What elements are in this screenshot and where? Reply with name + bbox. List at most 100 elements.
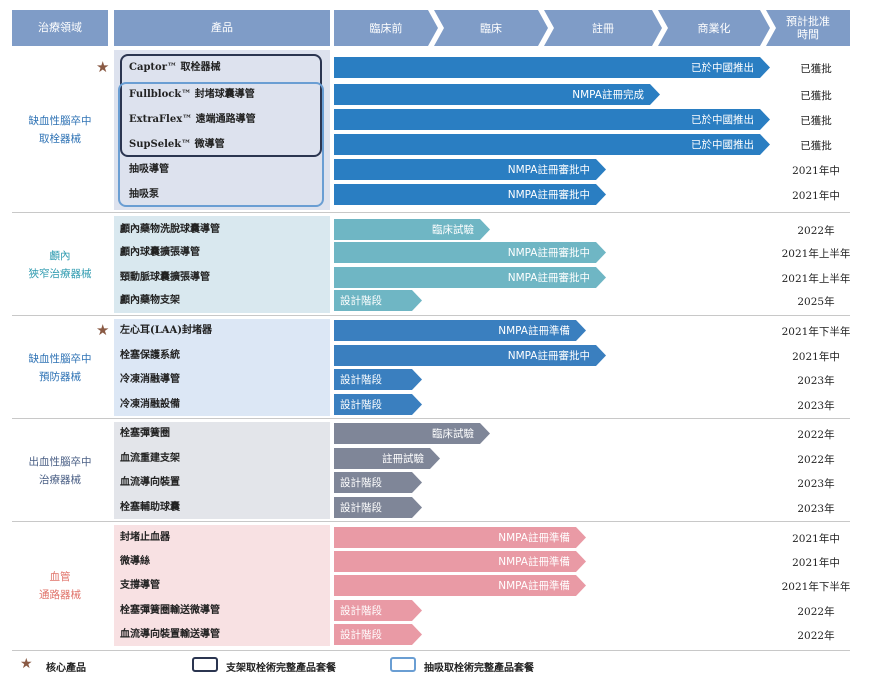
product-name: 冷凍消融設備 [120, 399, 180, 410]
stage-label-clinical: 臨床 [480, 22, 502, 35]
separator [12, 521, 850, 522]
product-name: 栓塞彈簧圈 [120, 428, 170, 439]
legend-aspiration-label: 抽吸取栓術完整產品套餐 [424, 663, 534, 674]
product-name: 支撐導管 [120, 580, 160, 591]
stage-bar-label: NMPA註冊審批中 [507, 247, 590, 259]
stage-bar-label: NMPA註冊準備 [498, 580, 570, 592]
time-header-line2: 時間 [797, 28, 819, 41]
header-stage-preclinical: 臨床前 [334, 10, 438, 46]
approval-time: 2021年下半年 [781, 326, 851, 338]
stage-bar: NMPA註冊審批中 [334, 184, 606, 205]
product-name: SupSelek™ 微導管 [129, 139, 225, 150]
product-name: ExtraFlex™ 遠端通路導管 [129, 114, 256, 125]
separator [12, 418, 850, 419]
stage-bar: 已於中國推出 [334, 57, 770, 78]
approval-time: 2022年 [797, 225, 835, 237]
product-name: 抽吸泵 [129, 189, 159, 200]
stage-bar-label: 已於中國推出 [691, 114, 754, 126]
legend-core-label: 核心產品 [46, 663, 86, 674]
area-label-line: 通路器械 [39, 588, 81, 601]
product-name: 血流重建支架 [120, 453, 180, 464]
stage-bar-label: 臨床試驗 [432, 428, 474, 440]
stage-bar-label: 設計階段 [340, 399, 382, 411]
stage-bar-label: 註冊試驗 [382, 453, 424, 465]
group3-product-bg [114, 319, 330, 416]
header-stage-clinical: 臨床 [434, 10, 548, 46]
approval-time: 已獲批 [800, 140, 832, 152]
product-name: 冷凍消融導管 [120, 374, 180, 385]
area-label-group-1: 缺血性腦卒中取栓器械 [12, 50, 108, 210]
stage-bar-label: NMPA註冊審批中 [507, 189, 590, 201]
header-area-label: 治療領域 [38, 21, 82, 34]
product-name: 顱內球囊擴張導管 [120, 247, 200, 258]
area-label-line: 出血性腦卒中 [28, 455, 92, 468]
star-icon: ★ [20, 656, 33, 672]
product-name: 微導絲 [120, 556, 150, 567]
stage-bar-label: NMPA註冊準備 [498, 556, 570, 568]
approval-time: 2023年 [797, 478, 835, 490]
stage-bar: NMPA註冊準備 [334, 551, 586, 572]
stage-bar: 設計階段 [334, 600, 422, 621]
stage-bar-label: NMPA註冊完成 [572, 89, 644, 101]
separator [12, 650, 850, 651]
header-area: 治療領域 [12, 10, 108, 46]
area-label-line: 預防器械 [39, 370, 81, 383]
approval-time: 2021年中 [792, 557, 840, 569]
approval-time: 已獲批 [800, 90, 832, 102]
approval-time: 2023年 [797, 375, 835, 387]
product-name: Fullblock™ 封堵球囊導管 [129, 89, 255, 100]
approval-time: 2022年 [797, 630, 835, 642]
stage-bar-label: 設計階段 [340, 374, 382, 386]
product-name: 左心耳(LAA)封堵器 [120, 325, 213, 336]
area-label-line: 狹窄治療器械 [28, 267, 92, 280]
stage-bar-label: 已於中國推出 [691, 139, 754, 151]
area-label-group-3: 缺血性腦卒中預防器械 [12, 319, 108, 416]
stage-bar: NMPA註冊準備 [334, 320, 586, 341]
separator [12, 212, 850, 213]
stage-bar: 設計階段 [334, 394, 422, 415]
product-name: 栓塞輔助球囊 [120, 502, 180, 513]
time-header-line1: 預計批准 [786, 15, 830, 28]
stage-bar-label: NMPA註冊審批中 [507, 350, 590, 362]
area-label-line: 缺血性腦卒中 [28, 115, 92, 127]
stage-bar: NMPA註冊審批中 [334, 242, 606, 263]
product-name: 頸動脈球囊擴張導管 [120, 272, 210, 283]
stage-bar-label: NMPA註冊審批中 [507, 272, 590, 284]
approval-time: 2023年 [797, 400, 835, 412]
stage-label-commercial: 商業化 [697, 22, 731, 35]
core-star-icon: ★ [96, 58, 110, 76]
area-label-group-4: 出血性腦卒中治療器械 [12, 422, 108, 519]
aspiration-package-outline [118, 82, 324, 207]
group1-product-bg [114, 50, 330, 210]
stage-bar: 設計階段 [334, 290, 422, 311]
stage-bar: 已於中國推出 [334, 109, 770, 130]
header-stage-registration: 註冊 [544, 10, 662, 46]
stage-bar: 註冊試驗 [334, 448, 440, 469]
approval-time: 2021年中 [792, 351, 840, 363]
stent-package-outline [120, 54, 322, 157]
area-label-line: 缺血性腦卒中 [28, 352, 92, 365]
product-name: 顱內藥物洗脫球囊導管 [120, 224, 220, 235]
stage-bar-label: NMPA註冊審批中 [507, 164, 590, 176]
separator [12, 315, 850, 316]
group4-product-bg [114, 422, 330, 519]
stage-bar: NMPA註冊完成 [334, 84, 660, 105]
stage-bar: 設計階段 [334, 497, 422, 518]
product-name: 栓塞保護系統 [120, 350, 180, 361]
approval-time: 2022年 [797, 454, 835, 466]
stage-bar: 設計階段 [334, 369, 422, 390]
approval-time: 2022年 [797, 429, 835, 441]
stage-bar-label: 設計階段 [340, 605, 382, 617]
product-name: Captor™ 取栓器械 [129, 62, 221, 73]
header-approval-time: 預計批准 時間 [766, 10, 850, 46]
stage-bar-label: 設計階段 [340, 295, 382, 307]
approval-time: 2021年上半年 [781, 273, 851, 285]
stage-bar-label: 設計階段 [340, 502, 382, 514]
stage-bar-label: NMPA註冊準備 [498, 325, 570, 337]
product-name: 血流導向裝置 [120, 477, 180, 488]
approval-time: 2021年上半年 [781, 248, 851, 260]
product-name: 顱內藥物支架 [120, 295, 180, 306]
stage-bar-label: 已於中國推出 [691, 62, 754, 74]
area-label-group-2: 顱內狹窄治療器械 [12, 216, 108, 313]
stage-bar: NMPA註冊審批中 [334, 267, 606, 288]
